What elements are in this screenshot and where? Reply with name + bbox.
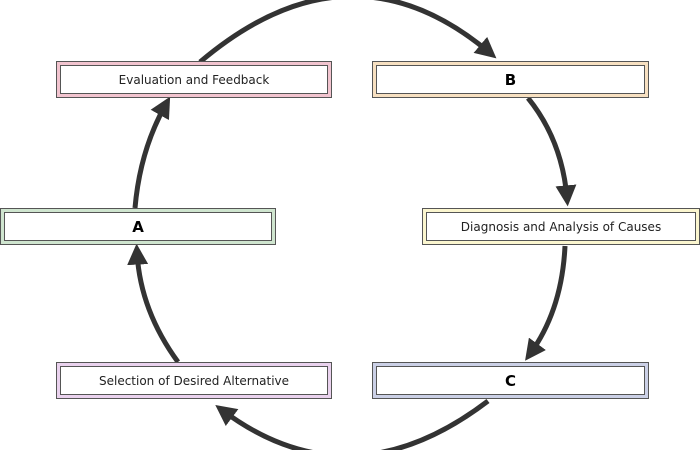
- arrow-evaluation-to-b: [198, 0, 497, 64]
- box-diagnosis-label: Diagnosis and Analysis of Causes: [426, 212, 696, 241]
- box-b-label: B: [376, 65, 645, 94]
- arrow-diagnosis-to-c: [525, 245, 568, 361]
- box-diagnosis-and-analysis: Diagnosis and Analysis of Causes: [422, 208, 700, 245]
- box-c: C: [372, 362, 649, 399]
- box-a-label: A: [4, 212, 272, 241]
- box-selection-label: Selection of Desired Alternative: [60, 366, 328, 395]
- arrow-selection-to-a: [127, 243, 181, 364]
- arrow-c-to-selection: [215, 399, 490, 450]
- box-b: B: [372, 61, 649, 98]
- box-selection-of-desired-alternative: Selection of Desired Alternative: [56, 362, 332, 399]
- box-evaluation-and-feedback: Evaluation and Feedback: [56, 61, 332, 98]
- box-c-label: C: [376, 366, 645, 395]
- box-a: A: [0, 208, 276, 245]
- box-evaluation-label: Evaluation and Feedback: [60, 65, 328, 94]
- arrow-a-to-evaluation: [132, 96, 171, 209]
- arrow-b-to-diagnosis: [526, 96, 577, 207]
